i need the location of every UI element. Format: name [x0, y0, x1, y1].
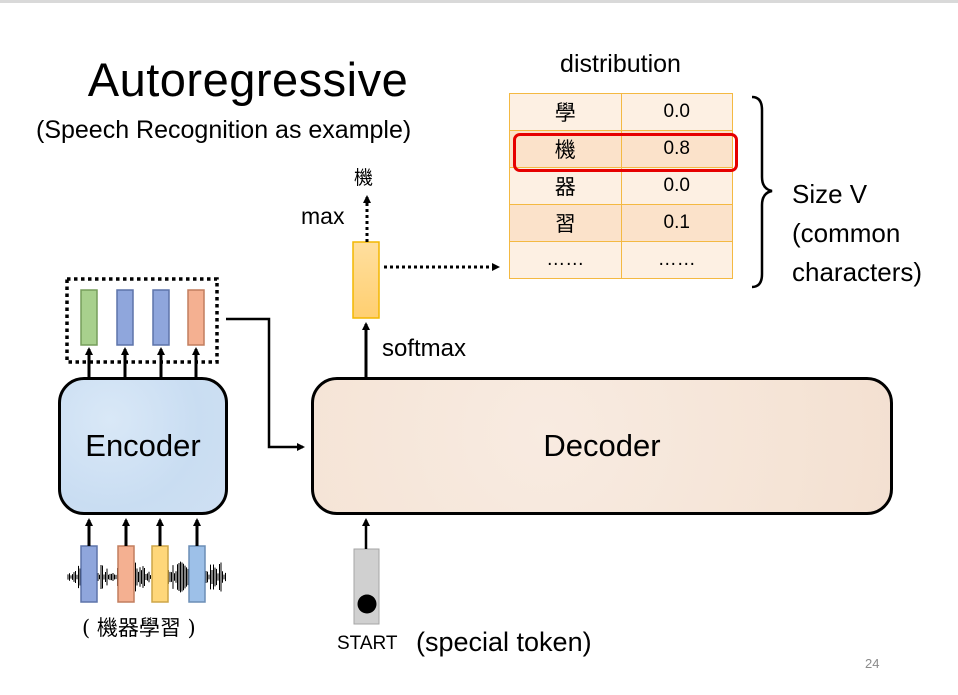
distribution-row: 學 0.0 [509, 93, 733, 131]
start-token-dot [357, 594, 377, 614]
size-v-label: Size V (common characters) [792, 175, 922, 292]
feature-vector [188, 545, 206, 603]
encoder-block: Encoder [58, 377, 228, 515]
distribution-prob: 0.0 [620, 167, 733, 205]
distribution-label: distribution [560, 50, 681, 78]
distribution-row: 器 0.0 [509, 167, 733, 205]
max-label: max [301, 203, 345, 229]
distribution-prob: 0.0 [620, 93, 733, 131]
size-v-line: Size V [792, 179, 868, 209]
top-border [0, 0, 958, 3]
feature-vector [80, 289, 98, 346]
distribution-prob: 0.8 [620, 130, 733, 168]
special-token-note: (special token) [416, 627, 592, 657]
distribution-row: 習 0.1 [509, 204, 733, 242]
distribution-char: 機 [509, 130, 622, 168]
decoder-output-vector [352, 241, 380, 319]
distribution-prob: …… [620, 241, 733, 279]
distribution-prob: 0.1 [620, 204, 733, 242]
encoder-to-decoder-arrow [226, 317, 305, 451]
start-token-label: START [337, 633, 398, 654]
max-highlight-box [513, 133, 738, 172]
distribution-char: 學 [509, 93, 622, 131]
feature-vector [116, 289, 134, 346]
encoder-output-group [65, 277, 219, 364]
distribution-char: 器 [509, 167, 622, 205]
output-char-label: 機 [354, 167, 374, 189]
slide-title: Autoregressive [87, 53, 409, 106]
distribution-char: 習 [509, 204, 622, 242]
slide-subtitle: (Speech Recognition as example) [36, 116, 412, 144]
decoder-label: Decoder [543, 428, 661, 463]
page-number: 24 [865, 656, 880, 671]
distribution-table: 學 0.0 機 0.8 器 0.0 習 0.1 …… …… [509, 93, 733, 279]
feature-vector [151, 545, 169, 603]
softmax-label: softmax [382, 335, 467, 362]
size-v-line: (common [792, 218, 901, 248]
encoder-output-vectors [80, 289, 205, 346]
distribution-row: 機 0.8 [509, 130, 733, 168]
distribution-char: …… [509, 241, 622, 279]
size-v-line: characters) [792, 257, 923, 287]
curly-brace [751, 95, 773, 289]
decoder-block: Decoder [311, 377, 893, 515]
feature-vector [187, 289, 205, 346]
feature-vector [80, 545, 98, 603]
feature-vector [117, 545, 135, 603]
input-caption: ( 機器學習 ) [82, 616, 196, 640]
distribution-row: …… …… [509, 241, 733, 279]
feature-vector [152, 289, 170, 346]
encoder-label: Encoder [85, 428, 201, 463]
